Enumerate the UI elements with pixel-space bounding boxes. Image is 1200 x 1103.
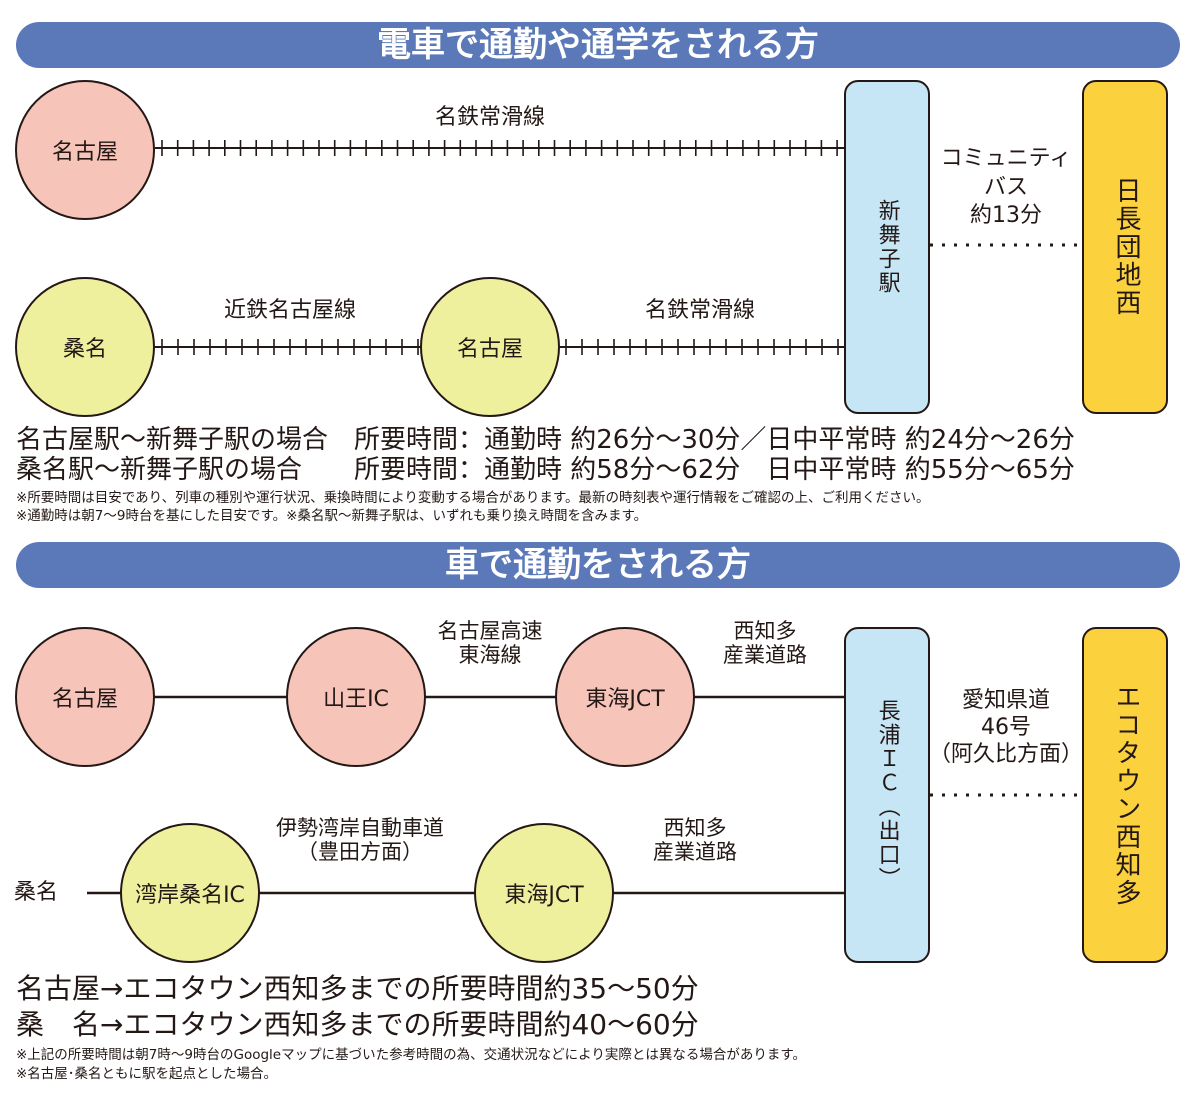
destination-hinaga-label: 日長団地西 — [1110, 177, 1141, 317]
pref-road-label: 愛知県道 46号 （阿久比方面） — [928, 688, 1083, 767]
car-time-nagoya: 名古屋→エコタウン西知多までの所要時間約35～50分 — [16, 972, 699, 1005]
nagaura-ic-exit: 長浦ＩＣ（出口） — [844, 627, 930, 963]
sanno-ic: 山王IC — [286, 627, 426, 767]
rail-ticks-2a — [161, 339, 419, 355]
road-label-nagoya-expressway: 名古屋高速 東海線 — [437, 619, 543, 667]
bus-label-line1: コミュニティ — [940, 146, 1072, 171]
tokai-jct-2: 東海JCT — [474, 823, 614, 963]
station-shinmaiko-label: 新舞子駅 — [874, 199, 900, 295]
road-label-nishichita-1: 西知多 産業道路 — [723, 619, 807, 667]
car-origin-nagoya: 名古屋 — [15, 627, 155, 767]
train-section-header: 電車で通勤や通学をされる方 — [16, 22, 1180, 68]
car-note-2: ※名古屋･桑名ともに駅を起点とした場合。 — [16, 1066, 278, 1082]
bus-label-line3: 約13分 — [970, 203, 1042, 229]
train-note-2: ※通勤時は朝7～9時台を基にした目安です。※桑名駅～新舞子駅は、いずれも乗り換え… — [16, 508, 648, 524]
wangan-kuwana-ic: 湾岸桑名IC — [120, 823, 260, 963]
car-time-kuwana: 桑 名→エコタウン西知多までの所要時間約40～60分 — [16, 1008, 699, 1041]
road-label-nishichita-2: 西知多 産業道路 — [653, 816, 737, 864]
line-label-meitetsu-2: 名鉄常滑線 — [644, 298, 755, 323]
bus-label: コミュニティ バス 約13分 — [922, 145, 1090, 231]
nagaura-ic-exit-label: 長浦ＩＣ（出口） — [874, 699, 900, 891]
train-time-kuwana: 桑名駅～新舞子駅の場合 所要時間：通勤時 約58分～62分 日中平常時 約55分… — [16, 455, 1075, 485]
destination-ecotown-label: エコタウン西知多 — [1110, 683, 1141, 907]
line-label-kintetsu: 近鉄名古屋線 — [223, 298, 356, 323]
bus-label-line2: バス — [983, 174, 1028, 200]
car-section-header: 車で通勤をされる方 — [16, 542, 1180, 588]
station-nagoya-2: 名古屋 — [420, 277, 560, 417]
train-note-1: ※所要時間は目安であり、列車の種別や運行状況、乗換時間により変動する場合がありま… — [16, 490, 930, 506]
rail-ticks-1 — [161, 140, 838, 156]
car-note-1: ※上記の所要時間は朝7時～9時台のGoogleマップに基づいた参考時間の為、交通… — [16, 1047, 806, 1063]
train-time-nagoya: 名古屋駅～新舞子駅の場合 所要時間：通勤時 約26分～30分／日中平常時 約24… — [16, 425, 1075, 455]
station-nagoya-1: 名古屋 — [15, 80, 155, 220]
destination-hinaga: 日長団地西 — [1082, 80, 1168, 414]
road-label-isewan: 伊勢湾岸自動車道 （豊田方面） — [276, 816, 444, 864]
line-label-meitetsu-1: 名鉄常滑線 — [434, 105, 545, 130]
tokai-jct-1: 東海JCT — [555, 627, 695, 767]
station-shinmaiko: 新舞子駅 — [844, 80, 930, 414]
destination-ecotown: エコタウン西知多 — [1082, 627, 1168, 963]
station-kuwana: 桑名 — [15, 277, 155, 417]
car-origin-kuwana: 桑名 — [14, 880, 59, 905]
rail-ticks-2b — [565, 339, 839, 355]
